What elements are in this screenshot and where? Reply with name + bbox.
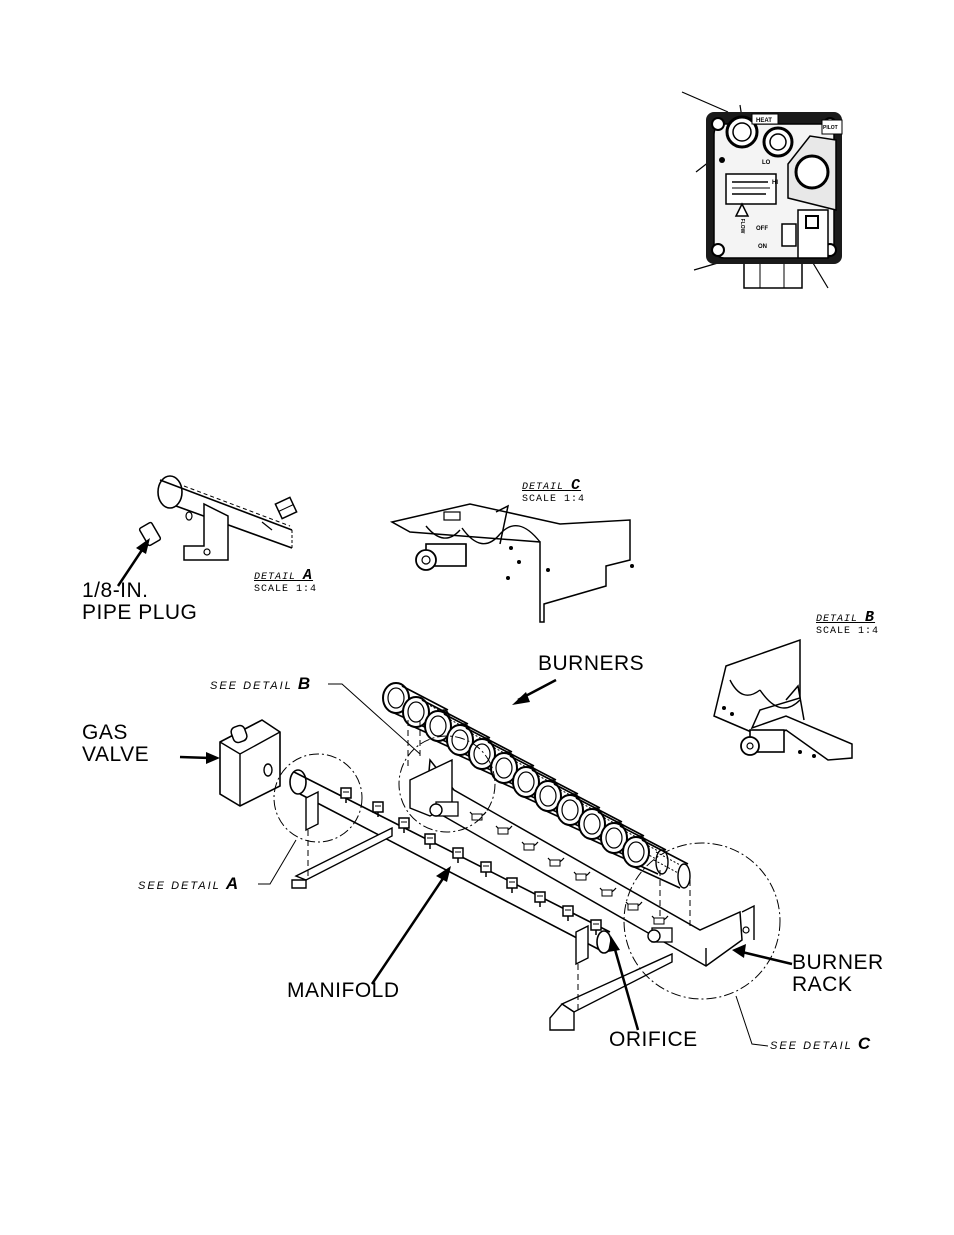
see-detail-b-callout: SEE DETAIL B (210, 674, 310, 694)
detail-c-caption: DETAIL C SCALE 1:4 (522, 480, 585, 506)
see-detail-c-text: SEE DETAIL (770, 1040, 853, 1052)
detail-b-letter: B (865, 609, 875, 626)
detail-a-scale: SCALE 1:4 (254, 584, 317, 596)
pipe-plug-line2: PIPE PLUG (82, 602, 197, 624)
orifice-label: ORIFICE (609, 1029, 698, 1051)
detail-c-scale: SCALE 1:4 (522, 494, 585, 506)
burner-rack-label: BURNER RACK (792, 952, 884, 996)
burners-label: BURNERS (538, 653, 644, 675)
see-detail-c-letter: C (858, 1034, 870, 1053)
see-detail-b-letter: B (298, 674, 310, 693)
burner-rack-line2: RACK (792, 974, 884, 996)
pipe-plug-line1: 1/8-IN. (82, 580, 197, 602)
detail-c-letter: C (571, 477, 581, 494)
burner-rack-line1: BURNER (792, 952, 884, 974)
detail-c-drawing (392, 504, 634, 622)
pipe-plug-label: 1/8-IN. PIPE PLUG (82, 580, 197, 624)
detail-a-letter: A (303, 567, 313, 584)
detail-b-drawing (714, 640, 852, 760)
see-detail-b-text: SEE DETAIL (210, 680, 293, 692)
detail-a-caption: DETAIL A SCALE 1:4 (254, 570, 317, 596)
gas-valve-label: GAS VALVE (82, 722, 149, 766)
gas-valve-line1: GAS (82, 722, 149, 744)
see-detail-c-callout: SEE DETAIL C (770, 1034, 870, 1054)
see-detail-a-text: SEE DETAIL (138, 880, 221, 892)
detail-b-scale: SCALE 1:4 (816, 626, 879, 638)
manifold-label: MANIFOLD (287, 980, 400, 1002)
gas-valve-block (220, 720, 280, 806)
see-detail-a-callout: SEE DETAIL A (138, 874, 238, 894)
main-assembly (180, 680, 792, 1046)
detail-b-title: DETAIL (816, 614, 858, 625)
detail-a-title: DETAIL (254, 572, 296, 583)
see-detail-a-letter: A (226, 874, 238, 893)
gas-valve-line2: VALVE (82, 744, 149, 766)
detail-c-title: DETAIL (522, 482, 564, 493)
detail-b-caption: DETAIL B SCALE 1:4 (816, 612, 879, 638)
